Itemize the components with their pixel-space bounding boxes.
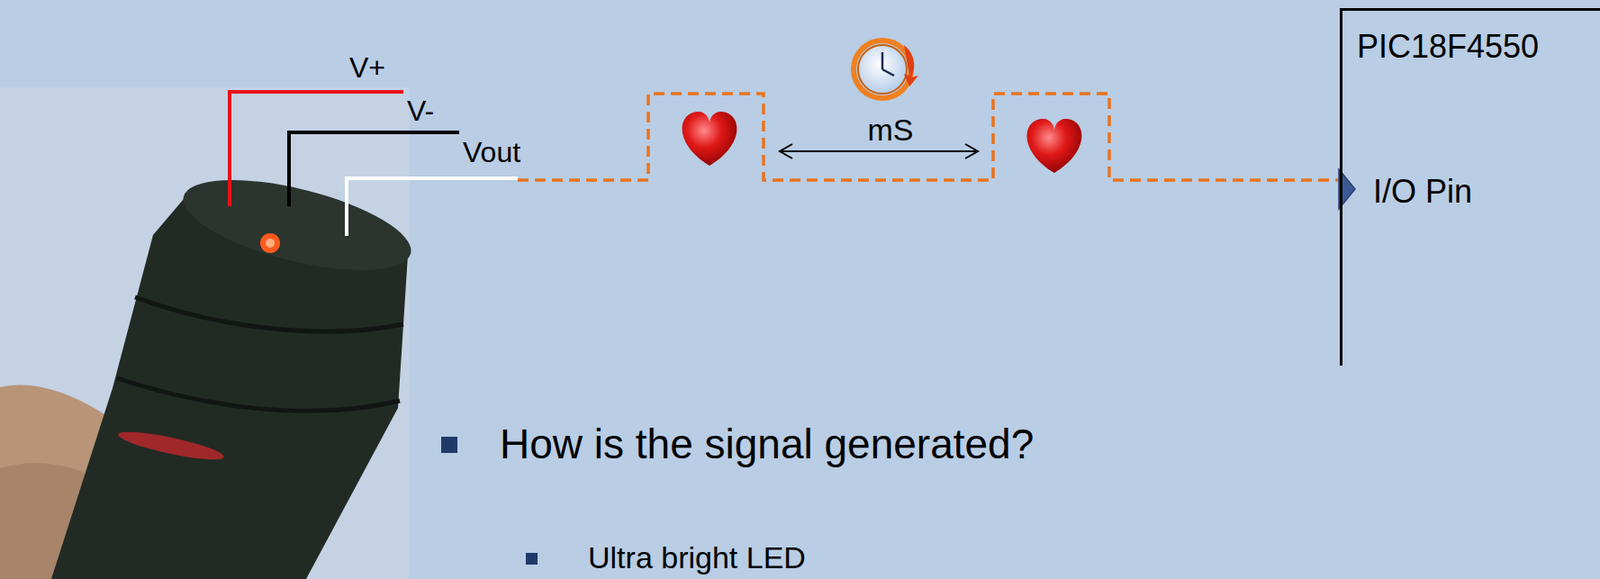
- clock-ring: [853, 40, 912, 99]
- vplus-wire: [229, 91, 404, 207]
- led-dot: [260, 233, 281, 254]
- sensor-ridge: [117, 378, 400, 411]
- arrow-head: [779, 144, 793, 159]
- clock-arrow: [903, 45, 919, 87]
- pin-name: I/O Pin: [1373, 173, 1473, 210]
- vminus-wire: [289, 132, 460, 207]
- sensor-top: [174, 162, 420, 290]
- bullet-text: How is the signal generated?: [499, 421, 1034, 468]
- pin-label: Vout: [462, 136, 521, 169]
- clock-hand: [882, 69, 895, 76]
- vout-wire: [346, 178, 518, 236]
- arrow-head: [965, 144, 978, 159]
- photo-ground: [0, 87, 410, 579]
- heart-icon: [1027, 118, 1083, 173]
- sensor-ridge: [135, 297, 404, 332]
- heart-icon: [682, 111, 738, 166]
- pin-label: V-: [406, 95, 434, 127]
- clock-hand: [881, 52, 885, 70]
- bullet-square: [441, 436, 458, 453]
- led-glow: [265, 238, 275, 248]
- bullet-square: [525, 552, 538, 565]
- chip-name: PIC18F4550: [1356, 28, 1539, 65]
- period-arrow: [781, 150, 977, 153]
- period-label: mS: [867, 113, 914, 147]
- red-band: [116, 426, 226, 466]
- sub-bullet-text: Ultra bright LED: [587, 541, 806, 575]
- microcontroller-box: PIC18F4550I/O Pin: [1339, 8, 1600, 366]
- clock-face: [858, 45, 907, 94]
- pulse-signal: [517, 93, 1338, 181]
- pin-label: V+: [349, 52, 386, 84]
